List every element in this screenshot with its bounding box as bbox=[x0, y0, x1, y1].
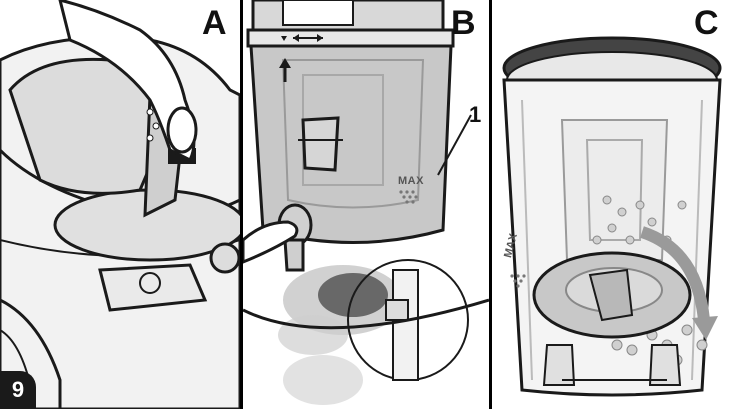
panel-a: A 9 bbox=[0, 0, 240, 409]
arrow-up-icon bbox=[279, 58, 291, 82]
curved-arrow-icon bbox=[639, 226, 718, 340]
divider-bc bbox=[489, 0, 492, 409]
panel-a-label: A bbox=[202, 4, 227, 42]
max-mark: MAX bbox=[398, 175, 424, 187]
panel-c-illustration bbox=[502, 36, 722, 397]
hand-icon bbox=[58, 0, 198, 163]
divider-ab bbox=[240, 0, 243, 409]
panel-c: C MAX bbox=[492, 0, 734, 409]
dust-particles-icon bbox=[278, 265, 403, 405]
hand-icon bbox=[243, 220, 299, 264]
dust-particles-icon bbox=[146, 108, 160, 142]
double-arrow-icon bbox=[281, 34, 323, 42]
step-number-badge: 9 bbox=[0, 371, 36, 409]
panel-b-label: B bbox=[451, 4, 476, 42]
callout-number: 1 bbox=[469, 102, 482, 127]
panel-c-label: C bbox=[694, 4, 719, 42]
panel-b: B 1 MAX bbox=[243, 0, 489, 409]
panel-a-illustration bbox=[0, 0, 240, 409]
panel-b-illustration bbox=[243, 0, 489, 405]
